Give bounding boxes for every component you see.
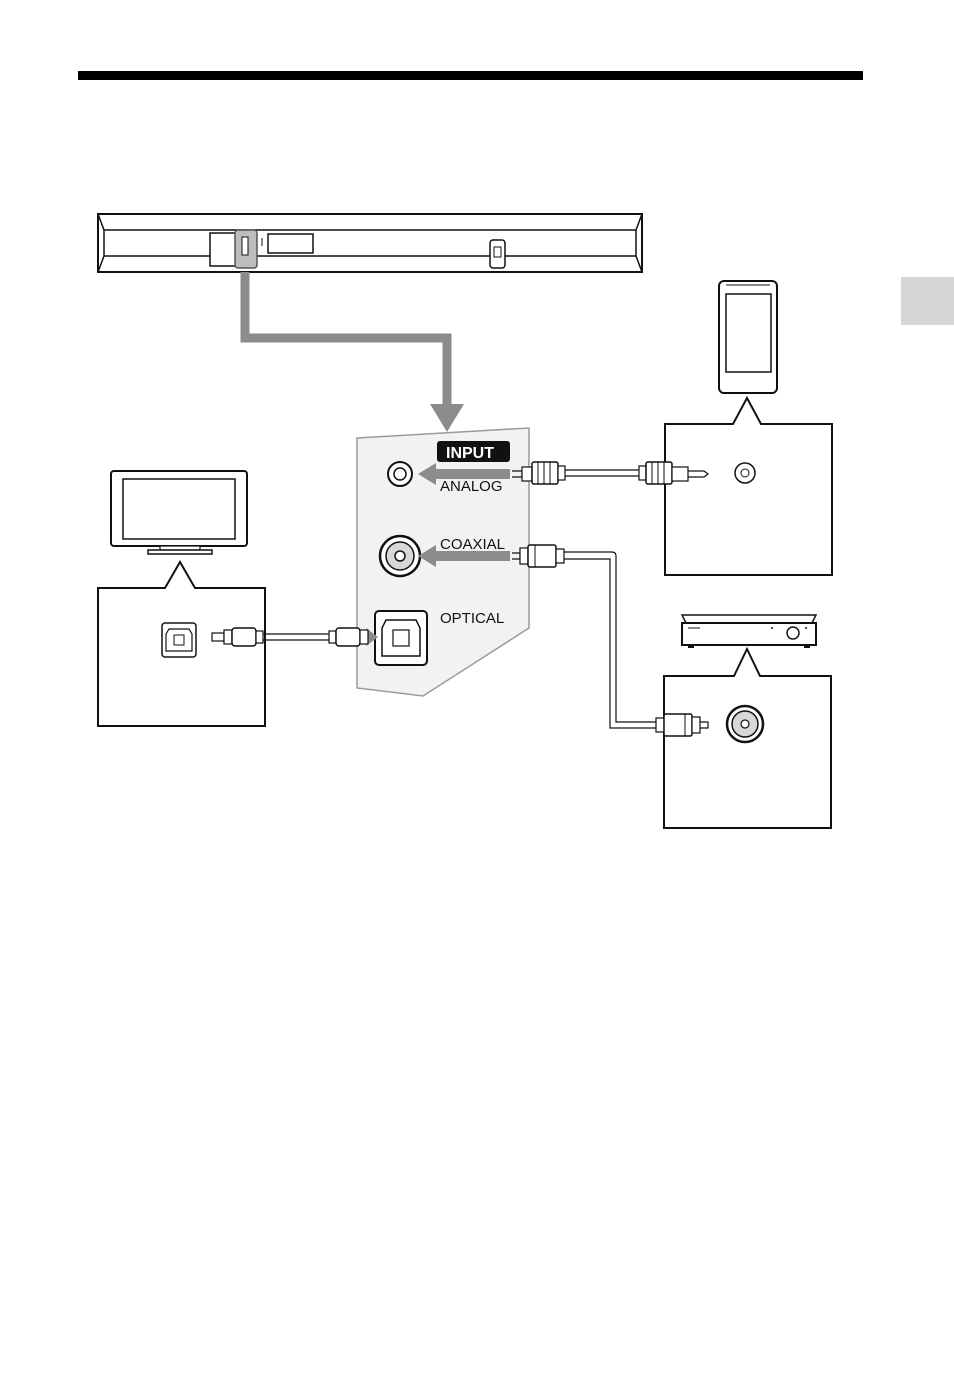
optical-jack-icon <box>375 611 427 665</box>
portable-player-icon <box>719 281 777 393</box>
tv-optical-jack-icon <box>162 623 196 657</box>
portable-player-callout <box>665 398 832 575</box>
disc-player-icon <box>682 615 816 648</box>
disc-player-coaxial-jack-icon <box>727 706 763 742</box>
soundbar-icon <box>98 214 642 272</box>
player-headphone-jack-icon <box>735 463 755 483</box>
coaxial-label: COAXIAL <box>440 536 505 553</box>
coaxial-jack-icon <box>380 536 420 576</box>
input-badge: INPUT <box>446 445 494 462</box>
optical-label: OPTICAL <box>440 610 504 627</box>
tv-icon <box>111 471 247 554</box>
optical-cable <box>212 628 368 646</box>
routing-arrow <box>245 272 464 432</box>
analog-label: ANALOG <box>440 478 503 495</box>
analog-jack-icon <box>388 462 412 486</box>
